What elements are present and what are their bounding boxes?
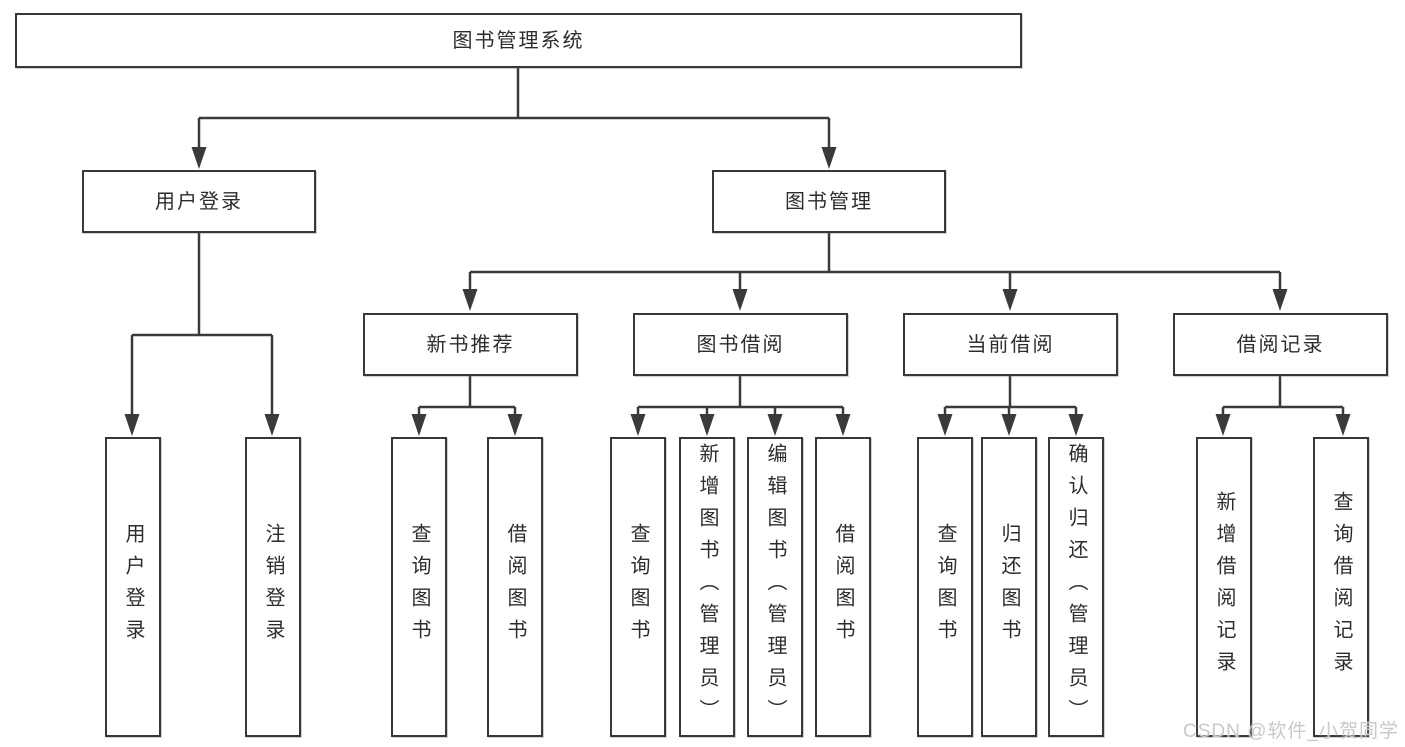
leaf-label: 新增借阅记录 [1213, 491, 1235, 683]
leaf-label: 新增图书（管理员） [696, 443, 718, 731]
leaf-newbooks-query-books: 查询图书 [391, 437, 447, 737]
leaf-newbooks-borrow-books: 借阅图书 [487, 437, 543, 737]
leaf-label: 用户登录 [122, 523, 144, 651]
node-root: 图书管理系统 [15, 13, 1022, 68]
leaf-label: 注销登录 [262, 523, 284, 651]
leaf-current-confirm-return-admin: 确认归还（管理员） [1048, 437, 1104, 737]
leaf-borrow-add-books-admin: 新增图书（管理员） [679, 437, 735, 737]
leaf-borrow-query-books: 查询图书 [610, 437, 666, 737]
leaf-label: 编辑图书（管理员） [764, 443, 786, 731]
node-book-borrow: 图书借阅 [633, 313, 848, 376]
leaf-label: 借阅图书 [504, 523, 526, 651]
leaf-borrow-edit-books-admin: 编辑图书（管理员） [747, 437, 803, 737]
leaf-borrow-borrow-books: 借阅图书 [815, 437, 871, 737]
leaf-current-query-books: 查询图书 [917, 437, 973, 737]
leaf-label: 借阅图书 [832, 523, 854, 651]
node-new-book-recommend: 新书推荐 [363, 313, 578, 376]
leaf-label: 查询图书 [627, 523, 649, 651]
leaf-label: 确认归还（管理员） [1065, 443, 1087, 731]
leaf-user-login: 用户登录 [105, 437, 161, 737]
node-user-login: 用户登录 [82, 170, 316, 233]
leaf-label: 查询借阅记录 [1330, 491, 1352, 683]
csdn-watermark: CSDN @软件_小贺同学 [1183, 721, 1399, 742]
leaf-current-return-books: 归还图书 [981, 437, 1037, 737]
node-book-management: 图书管理 [712, 170, 946, 233]
leaf-label: 查询图书 [934, 523, 956, 651]
leaf-records-query-record: 查询借阅记录 [1313, 437, 1369, 737]
leaf-logout: 注销登录 [245, 437, 301, 737]
leaf-label: 查询图书 [408, 523, 430, 651]
node-borrow-records: 借阅记录 [1173, 313, 1388, 376]
leaf-label: 归还图书 [998, 523, 1020, 651]
node-current-borrow: 当前借阅 [903, 313, 1118, 376]
leaf-records-add-record: 新增借阅记录 [1196, 437, 1252, 737]
